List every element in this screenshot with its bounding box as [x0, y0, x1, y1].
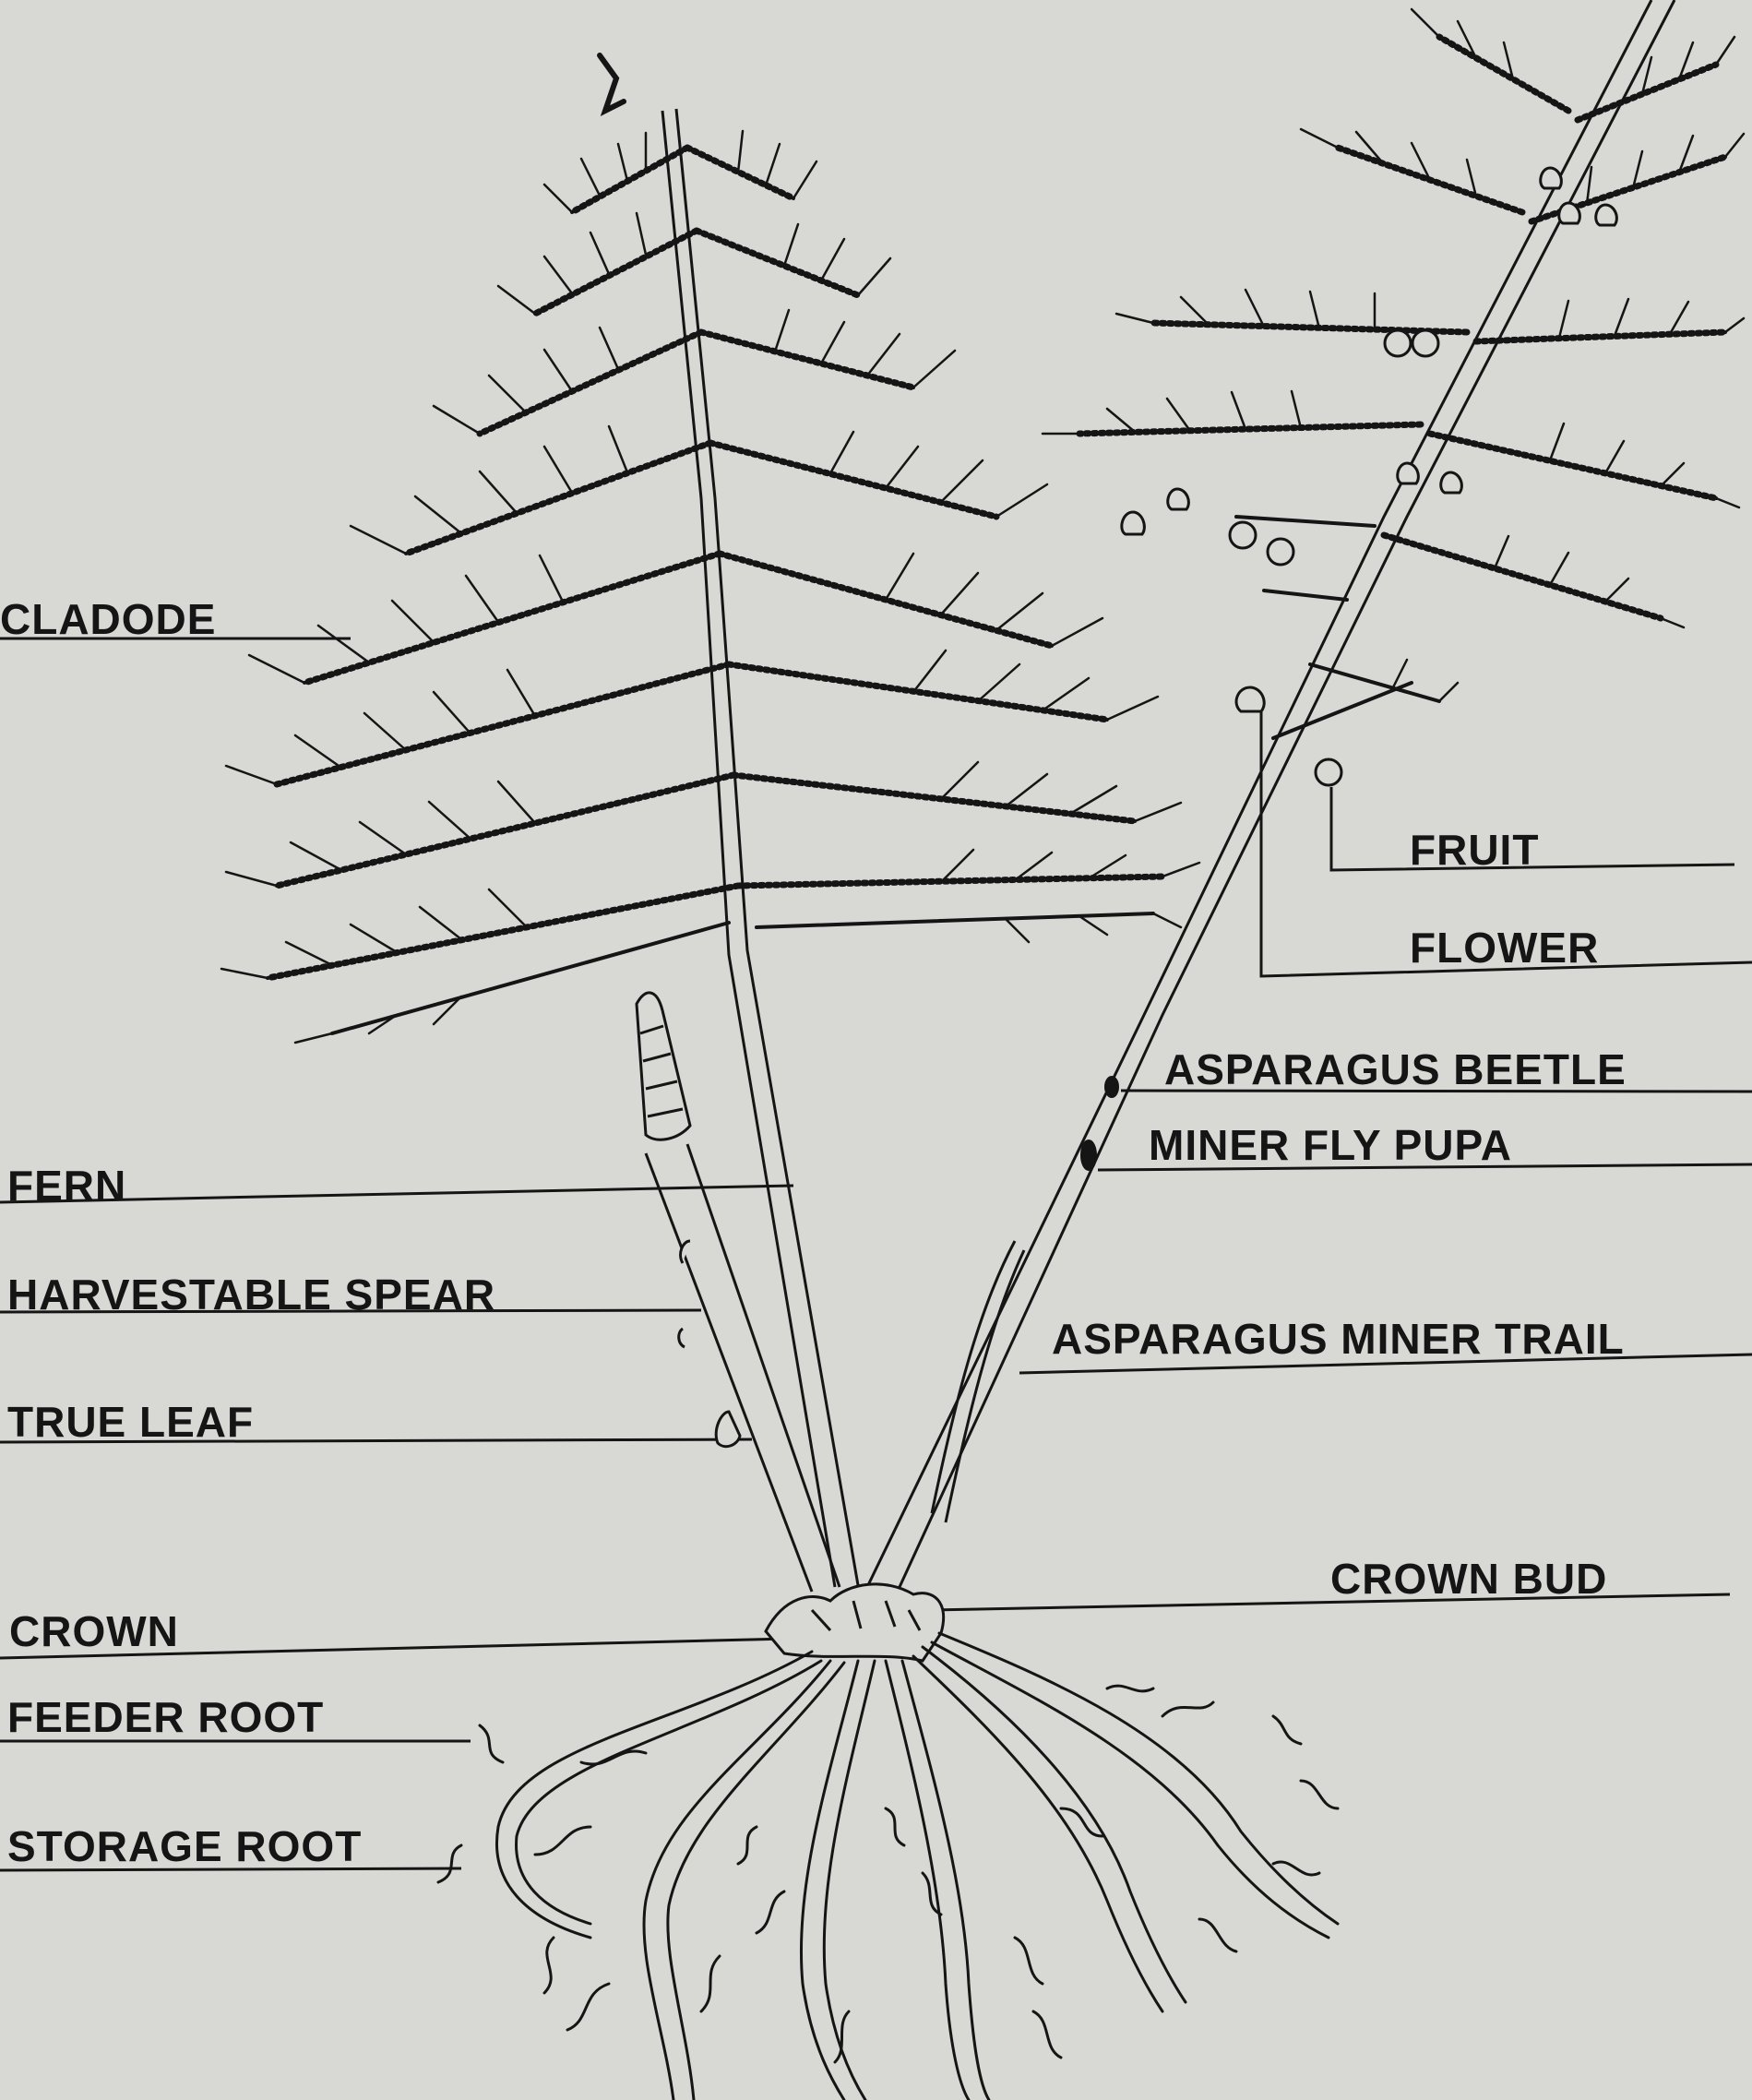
label-flower: FLOWER: [1410, 926, 1599, 969]
label-miner-fly-pupa: MINER FLY PUPA: [1149, 1124, 1512, 1166]
right-fern-foliage: [1043, 9, 1744, 738]
label-harvestable-spear: HARVESTABLE SPEAR: [7, 1273, 495, 1316]
label-asparagus-beetle: ASPARAGUS BEETLE: [1164, 1048, 1627, 1091]
roots: [438, 1633, 1338, 2100]
label-asparagus-miner-trail: ASPARAGUS MINER TRAIL: [1052, 1318, 1625, 1360]
label-storage-root: STORAGE ROOT: [7, 1825, 362, 1867]
label-fern: FERN: [7, 1164, 126, 1207]
label-cladode: CLADODE: [0, 598, 216, 640]
label-true-leaf: TRUE LEAF: [7, 1401, 254, 1443]
pupa: [1081, 1140, 1096, 1170]
leader-lines: [0, 638, 1752, 1870]
beetle: [1105, 1077, 1118, 1097]
left-fern-foliage: [221, 55, 1199, 1043]
flowers-and-fruit: [1122, 168, 1617, 785]
harvestable-spear-tip: [637, 993, 740, 1447]
label-crown-bud: CROWN BUD: [1330, 1557, 1607, 1600]
label-feeder-root: FEEDER ROOT: [7, 1696, 324, 1738]
label-fruit: FRUIT: [1410, 829, 1539, 871]
label-crown: CROWN: [9, 1610, 179, 1653]
crown-base: [766, 1584, 944, 1661]
